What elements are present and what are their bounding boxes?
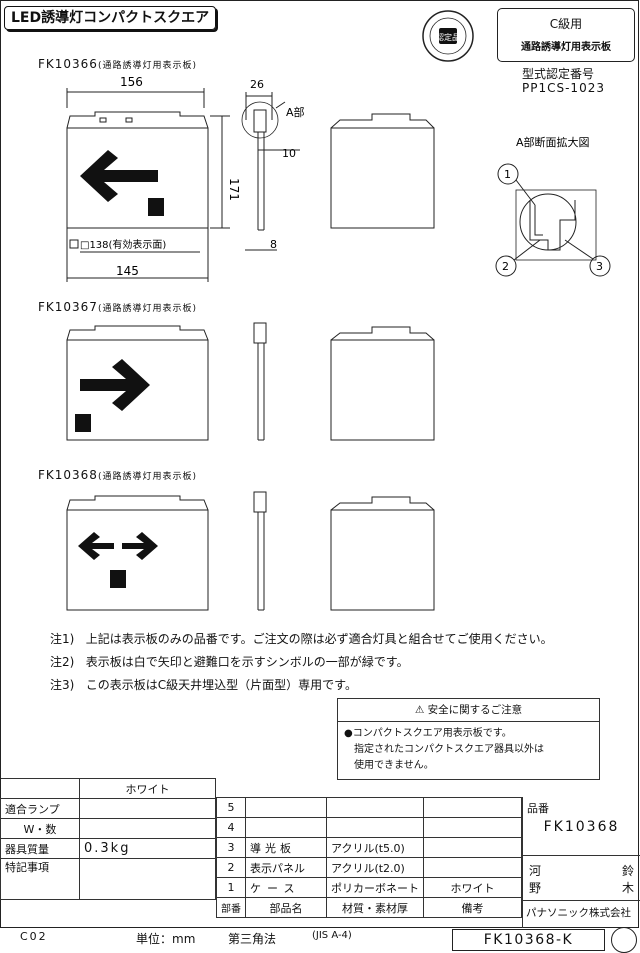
- arrow-left-icon: [80, 150, 158, 202]
- warning-icon: ⚠: [414, 704, 425, 716]
- product-code: FK10368: [523, 819, 640, 856]
- spec-weight: 0.3kg: [79, 838, 216, 859]
- table-row: 4: [216, 817, 522, 838]
- dim-depth-mid: 10: [282, 147, 296, 160]
- arrow-both-icon: [122, 532, 158, 560]
- exit-symbol-icon: [148, 198, 164, 216]
- dim-width-bottom: 145: [116, 264, 139, 278]
- section-title: A部断面拡大図: [516, 135, 590, 149]
- product-label: 品番: [527, 802, 549, 815]
- model-label-3: FK10368(通路誘導灯用表示板): [38, 468, 197, 482]
- note-3: 注3) この表示板はC級天井埋込型（片面型）専用です。: [50, 678, 357, 692]
- dim-depth-top: 26: [250, 78, 264, 91]
- revision: C02: [20, 930, 48, 943]
- cert-number: PP1CS-1023: [522, 81, 605, 95]
- table-row: 5: [216, 797, 522, 818]
- note-1: 注1) 上記は表示板のみの品番です。ご注文の際は必ず適合灯具と組合せてご使用くだ…: [50, 632, 553, 646]
- dim-depth-bot: 8: [270, 238, 277, 251]
- seal-text: 認定品: [436, 32, 460, 42]
- certification-seal-icon: 認定品: [422, 10, 474, 62]
- callout-3: 3: [596, 260, 603, 273]
- arrow-both-icon: [78, 532, 114, 560]
- table-header: 部番部品名材質・素材厚備考: [216, 897, 522, 918]
- product-block: 品番 FK10368 河鈴 野木 パナソニック株式会社: [522, 797, 640, 928]
- exit-symbol-icon: [75, 414, 91, 432]
- caution-header: ⚠ 安全に関するご注意: [338, 699, 599, 722]
- class-box: C級用 通路誘導灯用表示板: [497, 8, 635, 62]
- technical-drawing: 156 171 145 □138(有効表示面) 26 A部 10 8 A部断面拡…: [66, 75, 611, 611]
- caution-line1: ●コンパクトスクエア用表示板です。: [344, 728, 512, 739]
- revision-circle-icon: [611, 927, 637, 953]
- class-line1: C級用: [549, 17, 583, 31]
- callout-2: 2: [502, 260, 509, 273]
- exit-symbol-icon: [110, 570, 126, 588]
- company-name: パナソニック株式会社: [526, 907, 631, 919]
- caution-line2: 指定されたコンパクトスクエア器具以外は: [354, 744, 544, 755]
- drawing-frame: [0, 0, 639, 928]
- cert-label: 型式認定番号: [522, 67, 595, 81]
- caution-line3: 使用できません。: [354, 760, 434, 771]
- note-2: 注2) 表示板は白で矢印と避難口を示すシンボルの一部が緑です。: [50, 655, 409, 669]
- dim-height: 171: [227, 178, 241, 201]
- paper-size: (JIS A-4): [312, 930, 352, 941]
- drawing-code: FK10368-K: [452, 929, 605, 951]
- spec-color: ホワイト: [79, 778, 216, 799]
- model-label-2: FK10367(通路誘導灯用表示板): [38, 300, 197, 314]
- dim-width-top: 156: [120, 75, 143, 89]
- projection-label: 第三角法: [228, 932, 277, 946]
- drawing-title: LED誘導灯コンパクトスクエア: [4, 6, 217, 30]
- class-line2: 通路誘導灯用表示板: [521, 42, 611, 53]
- callout-1: 1: [504, 168, 511, 181]
- safety-caution-box: ⚠ 安全に関するご注意 ●コンパクトスクエア用表示板です。 指定されたコンパクト…: [337, 698, 600, 780]
- section-a-label: A部: [286, 105, 305, 119]
- unit-label: 単位：mm: [136, 932, 196, 946]
- arrow-right-icon: [80, 359, 150, 411]
- model-label-1: FK10366(通路誘導灯用表示板): [38, 57, 197, 71]
- dim-effective: □138(有効表示面): [80, 238, 166, 251]
